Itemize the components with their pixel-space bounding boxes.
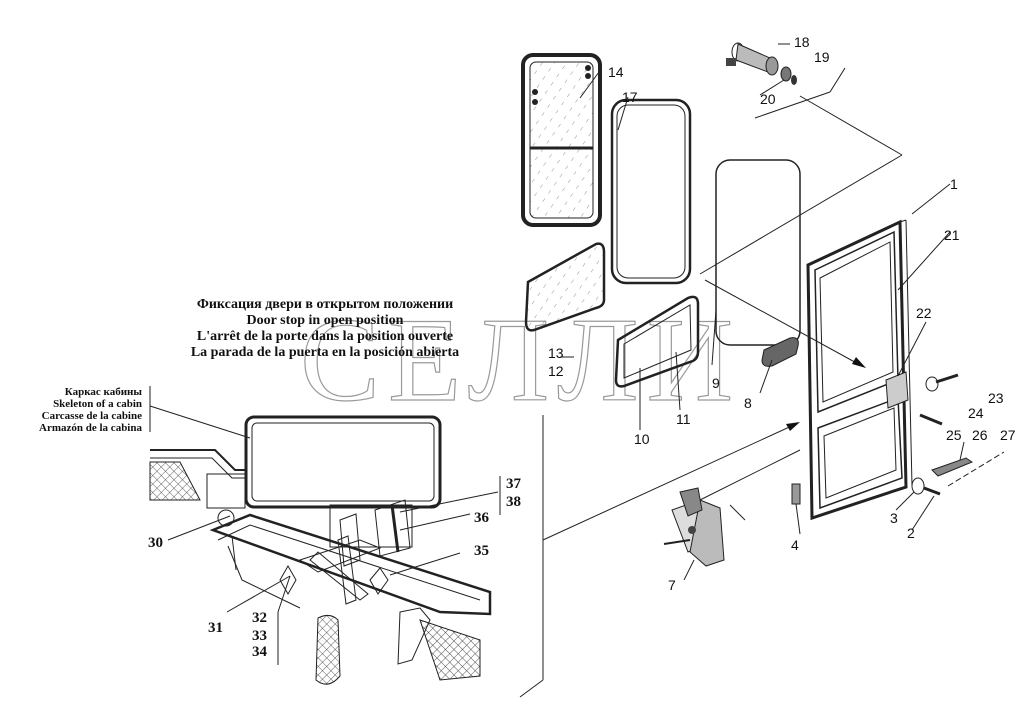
washer-part-20 [791, 75, 797, 85]
caption-en: Door stop in open position [247, 313, 404, 328]
callout-2: 2 [907, 525, 915, 541]
cabin-label-fr: Carcasse de la cabine [42, 410, 142, 422]
callout-10: 10 [634, 431, 650, 447]
pin-part-27 [947, 451, 1005, 487]
callout-3: 3 [890, 510, 898, 526]
callout-11: 11 [676, 411, 691, 427]
callout-32: 32 [252, 610, 267, 626]
handle-part-8 [761, 337, 799, 367]
callout-8: 8 [744, 395, 752, 411]
callout-34: 34 [252, 644, 268, 660]
cabin-label-ru: Каркас кабины [65, 386, 143, 398]
callout-35: 35 [474, 543, 489, 559]
callout-4: 4 [791, 537, 799, 553]
bushing-part-3 [911, 477, 925, 495]
caption-ru: Фиксация двери в открытом положении [197, 297, 453, 312]
callout-9: 9 [712, 375, 720, 391]
catch-part-4 [791, 483, 801, 505]
cabin-label-en: Skeleton of a cabin [53, 398, 142, 410]
callout-24: 24 [968, 405, 984, 421]
door-frame-part-1 [806, 219, 913, 521]
callout-19: 19 [814, 49, 830, 65]
washer-part-24 [925, 376, 939, 392]
cabin-skeleton-section [149, 415, 492, 685]
callout-23: 23 [988, 390, 1004, 406]
callout-1: 1 [950, 176, 958, 192]
bolt-part-23 [935, 373, 959, 384]
door-stop-bracket-part-22 [885, 371, 909, 409]
seal-part-17 [610, 98, 692, 285]
arrow-to-door [704, 279, 863, 367]
latch-part-26 [931, 457, 974, 477]
callout-38: 38 [506, 494, 521, 510]
arrow-to-detail [542, 423, 797, 541]
callout-27: 27 [1000, 427, 1016, 443]
callout-21: 21 [944, 227, 960, 243]
callout-31: 31 [208, 620, 223, 636]
callout-13: 13 [548, 345, 564, 361]
callout-36: 36 [474, 510, 490, 526]
callout-33: 33 [252, 628, 267, 644]
callout-22: 22 [916, 305, 932, 321]
lock-mechanism-part-7 [663, 487, 725, 567]
lock-cylinder-part-18 [726, 42, 779, 76]
callout-18: 18 [794, 34, 810, 50]
small-seal-part-10 [614, 295, 700, 388]
small-glass-part-13 [524, 242, 606, 332]
callout-30: 30 [148, 535, 163, 551]
callout-14: 14 [608, 64, 624, 80]
callout-37: 37 [506, 476, 522, 492]
callout-12: 12 [548, 363, 564, 379]
caption-fr: L'arrêt de la porte dans la position ouv… [197, 329, 453, 344]
callout-20: 20 [760, 91, 776, 107]
bolt-part-2 [923, 486, 941, 496]
callout-17: 17 [622, 89, 638, 105]
nut-part-19 [780, 66, 792, 82]
callout-25: 25 [946, 427, 962, 443]
glass-panel-part-9 [715, 159, 801, 346]
caption-es: La parada de la puerta en la posición ab… [191, 345, 459, 360]
screw-part-25 [919, 413, 943, 426]
window-frame-part-14 [521, 53, 602, 227]
callout-26: 26 [972, 427, 988, 443]
callout-7: 7 [668, 577, 676, 593]
cabin-label-es: Armazón de la cabina [39, 422, 142, 434]
